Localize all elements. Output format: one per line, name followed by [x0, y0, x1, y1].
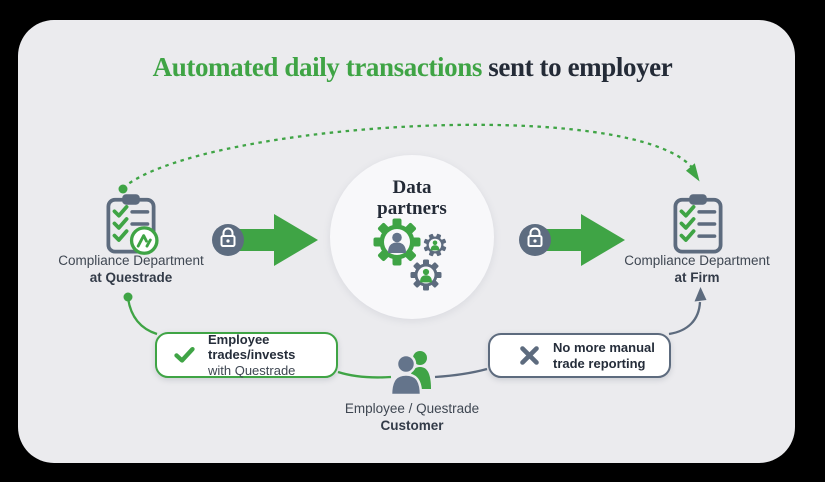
secure-arrow-left [212, 214, 318, 266]
person-icon [420, 268, 432, 283]
two-people-icon [389, 351, 431, 397]
callout-left-text: Employee trades/invests with Questrade [208, 332, 336, 379]
callout-right-line1: No more manual [553, 340, 655, 355]
data-partners-line2: partners [377, 198, 447, 219]
callout-no-manual-reporting: No more manual trade reporting [488, 333, 671, 378]
callout-employee-trades: Employee trades/invests with Questrade [155, 332, 338, 378]
left-node-label-line1: Compliance Department [58, 253, 204, 268]
data-partners-title: Data partners [330, 177, 494, 219]
person-front-gray [389, 353, 423, 397]
secure-arrow-right [519, 214, 625, 266]
gear-large-green [373, 218, 421, 266]
title-rest: sent to employer [481, 52, 673, 82]
callout-right-text: No more manual trade reporting [553, 340, 655, 371]
gears-with-people-icon [373, 218, 447, 291]
title-highlight: Automated daily transactions [152, 52, 483, 82]
right-node-label-line1: Compliance Department [624, 253, 770, 268]
green-arrow-right [535, 214, 625, 266]
customer-label-line1: Employee / Questrade [344, 401, 480, 416]
green-arrow-left [228, 214, 318, 266]
customer-label-line2: Customer [380, 418, 444, 433]
gear-medium-gray [410, 259, 442, 291]
clipboard-checklist-icon [673, 194, 723, 254]
lock-icon [527, 227, 543, 247]
callout-left-line1: Employee trades/invests [207, 331, 296, 363]
right-node-label: Compliance Department at Firm [607, 252, 787, 286]
checkmark-icon [174, 346, 195, 363]
data-partners-line1: Data [392, 177, 432, 198]
right-node-label-line2: at Firm [674, 270, 720, 285]
callout-right-line2: trade reporting [553, 355, 646, 371]
customer-label: Employee / Questrade Customer [322, 400, 502, 434]
x-mark-icon [520, 346, 539, 365]
clipboard-checklist-questrade-icon [106, 194, 159, 255]
lock-icon [220, 227, 236, 247]
gear-small-gray [423, 233, 447, 257]
callout-left-line2: with Questrade [207, 362, 296, 378]
data-partners-circle: Data partners [330, 155, 494, 319]
left-node-label: Compliance Department at Questrade [41, 252, 221, 286]
page-title: Automated daily transactions sent to emp… [0, 52, 825, 83]
person-icon [430, 240, 440, 251]
left-node-label-line2: at Questrade [89, 270, 173, 285]
person-icon [388, 232, 406, 253]
